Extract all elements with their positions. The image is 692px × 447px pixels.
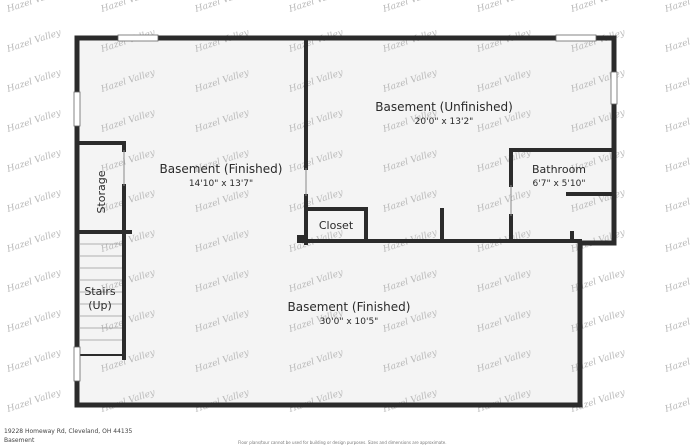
door-openings xyxy=(123,150,512,216)
watermark-text: Hazel Valley xyxy=(5,228,63,255)
watermark-text: Hazel Valley xyxy=(381,0,439,15)
room-name-stairs-line1: Stairs xyxy=(84,285,116,298)
windows xyxy=(73,34,618,382)
watermark-text: Hazel Valley xyxy=(5,68,63,95)
room-dim-basement-finished-bottom: 30'0" x 10'5" xyxy=(320,317,379,327)
watermark-text: Hazel Valley xyxy=(5,268,63,295)
room-name-basement-finished-left: Basement (Finished) xyxy=(160,162,283,176)
window xyxy=(555,34,597,42)
room-name-storage: Storage xyxy=(95,170,108,213)
watermark-text: Hazel Valley xyxy=(569,0,627,15)
window xyxy=(73,91,81,127)
watermark-text: Hazel Valley xyxy=(5,108,63,135)
room-name-closet: Closet xyxy=(319,219,354,232)
watermark-text: Hazel Valley xyxy=(5,28,63,55)
watermark-text: Hazel Valley xyxy=(475,0,533,15)
room-dim-basement-unfinished: 20'0" x 13'2" xyxy=(415,117,474,127)
window xyxy=(117,34,159,42)
watermark-text: Hazel Valley xyxy=(193,0,251,15)
floor-area xyxy=(77,38,614,405)
watermark-text: Hazel Valley xyxy=(663,268,692,295)
room-dim-basement-finished-left: 14'10" x 13'7" xyxy=(189,179,253,189)
room-name-basement-finished-bottom: Basement (Finished) xyxy=(288,300,411,314)
room-name-bathroom: Bathroom xyxy=(532,163,586,176)
watermark-text: Hazel Valley xyxy=(5,388,63,415)
watermark-text: Hazel Valley xyxy=(5,188,63,215)
watermark-text: Hazel Valley xyxy=(5,348,63,375)
footer-level: Basement xyxy=(4,437,35,444)
watermark-text: Hazel Valley xyxy=(663,308,692,335)
footer-disclaimer: Floor plans/tour cannot be used for buil… xyxy=(238,440,447,445)
watermark-text: Hazel Valley xyxy=(663,0,692,15)
watermark-text: Hazel Valley xyxy=(663,148,692,175)
watermark-text: Hazel Valley xyxy=(287,0,345,15)
window xyxy=(610,71,618,105)
watermark-text: Hazel Valley xyxy=(663,388,692,415)
watermark-text: Hazel Valley xyxy=(663,108,692,135)
window xyxy=(73,346,81,382)
watermark-text: Hazel Valley xyxy=(663,188,692,215)
watermark-text: Hazel Valley xyxy=(5,148,63,175)
stair-treads xyxy=(80,243,122,341)
watermark-text: Hazel Valley xyxy=(99,0,157,15)
footer-address: 19228 Homeway Rd, Cleveland, OH 44135 xyxy=(4,428,133,435)
watermark-text: Hazel Valley xyxy=(663,28,692,55)
room-name-basement-unfinished: Basement (Unfinished) xyxy=(375,100,513,114)
watermark-text: Hazel Valley xyxy=(663,228,692,255)
room-dim-bathroom: 6'7" x 5'10" xyxy=(533,179,586,189)
watermark-text: Hazel Valley xyxy=(5,308,63,335)
wall-post xyxy=(297,235,305,243)
watermark-text: Hazel Valley xyxy=(663,348,692,375)
room-name-stairs-line2: (Up) xyxy=(88,299,112,312)
watermark-text: Hazel Valley xyxy=(663,68,692,95)
watermark-text: Hazel Valley xyxy=(5,0,63,15)
